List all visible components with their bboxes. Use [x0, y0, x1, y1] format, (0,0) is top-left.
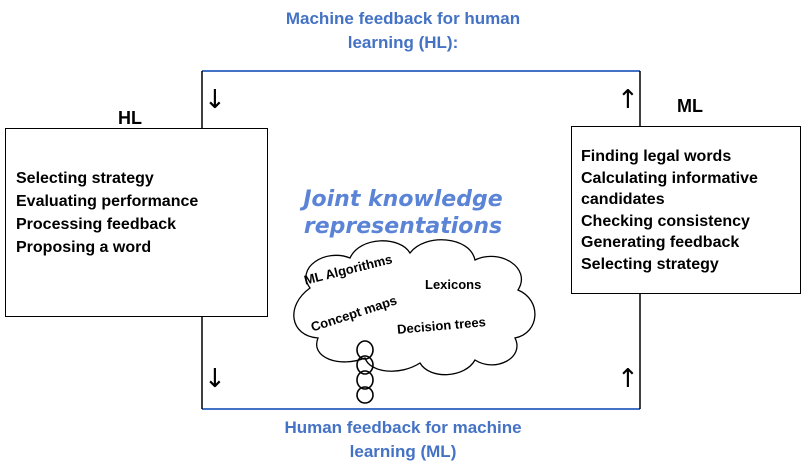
- hl-item: Evaluating performance: [16, 193, 199, 210]
- top-feedback-label: Machine feedback for human learning (HL)…: [233, 7, 573, 55]
- ml-item: Selecting strategy: [581, 255, 719, 273]
- bottom-label-line2: learning (ML): [349, 442, 457, 461]
- top-label-line2: learning (HL):: [347, 33, 459, 52]
- arrow-down-icon: ↓: [204, 364, 226, 394]
- hl-item: Selecting strategy: [16, 170, 154, 187]
- hl-item: Processing feedback: [16, 216, 177, 233]
- joint-line1: Joint knowledge: [303, 187, 503, 212]
- ml-item: Calculating informative: [581, 169, 758, 187]
- bottom-label-line1: Human feedback for machine: [284, 418, 522, 437]
- ml-item: Generating feedback: [581, 234, 740, 251]
- joint-knowledge-title: Joint knowledge representations: [258, 186, 548, 240]
- hl-item-list: Selecting strategy Evaluating performanc…: [16, 167, 198, 259]
- ml-panel: Finding legal words Calculating informat…: [571, 126, 801, 294]
- hl-panel: Selecting strategy Evaluating performanc…: [5, 128, 268, 317]
- cloud-shape: [293, 239, 536, 376]
- arrow-up-icon: ↑: [617, 364, 639, 394]
- bottom-feedback-label: Human feedback for machine learning (ML): [233, 416, 573, 464]
- ml-item: Checking consistency: [581, 212, 750, 230]
- ml-item-list: Finding legal words Calculating informat…: [581, 146, 758, 275]
- ml-item: candidates: [581, 191, 665, 208]
- top-label-line1: Machine feedback for human: [285, 9, 521, 28]
- cloud-item-lexicons: Lexicons: [425, 277, 482, 292]
- hl-item: Proposing a word: [16, 239, 152, 256]
- cloud-icon: [293, 239, 536, 404]
- hl-panel-title: HL: [118, 108, 142, 128]
- joint-line2: representations: [303, 214, 503, 239]
- ml-item: Finding legal words: [581, 148, 732, 165]
- spring-icon: [356, 340, 374, 404]
- arrow-up-icon: ↑: [617, 85, 639, 115]
- ml-panel-title: ML: [677, 96, 703, 116]
- arrow-down-icon: ↓: [204, 85, 226, 115]
